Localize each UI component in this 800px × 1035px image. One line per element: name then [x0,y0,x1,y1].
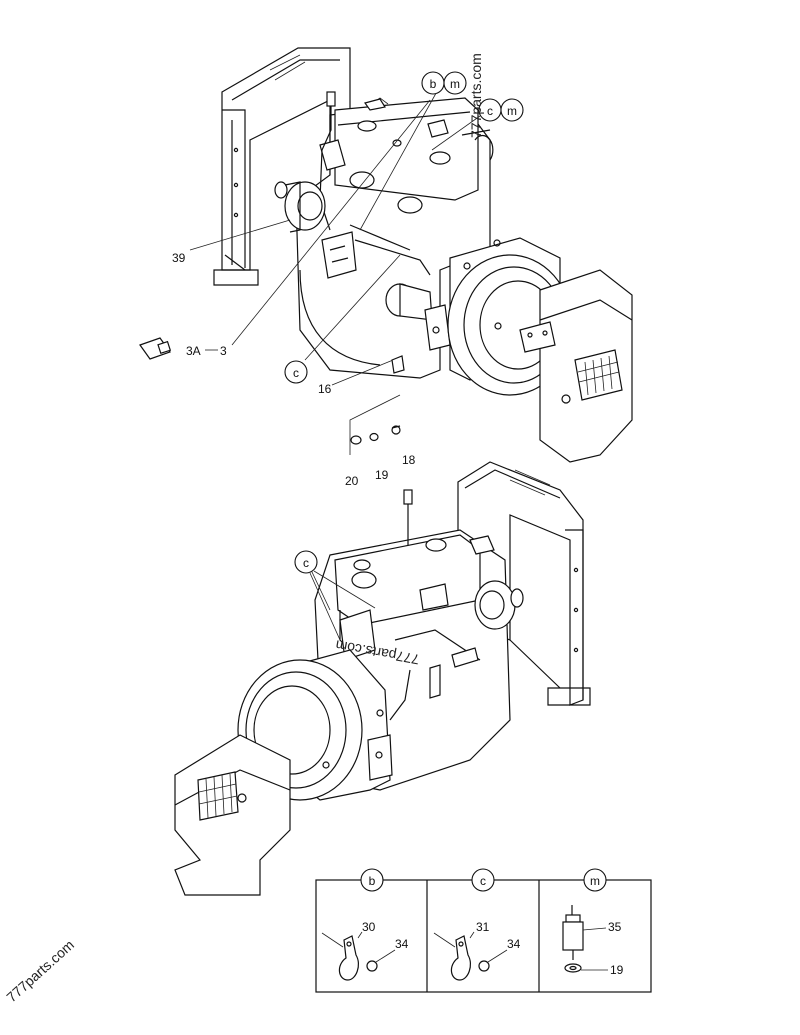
callout-b-top: b [421,71,445,95]
washer-19 [564,963,582,973]
top-alternator [274,181,326,233]
label-34-c: 34 [507,937,521,951]
detail-m-letter: m [590,874,600,888]
label-39: 39 [172,251,186,265]
top-bracket [321,231,431,279]
detail-col-m: m 35 19 [562,868,624,977]
hardware-18-19-20 [350,425,401,445]
detail-b-letter: b [369,874,376,888]
label-3a: 3A [186,344,201,358]
nut-34-c [478,960,490,972]
bottom-transmission [174,734,291,896]
label-3: 3 [220,344,227,358]
label-34-b: 34 [395,937,409,951]
callout-b-label: b [430,77,437,91]
label-30: 30 [362,920,376,934]
clip-30 [338,935,360,981]
callout-m-top-right: m [500,98,524,122]
watermark-bottom-left: 777parts.com [3,937,77,1006]
top-transmission [519,269,633,463]
part-3a-sensor [139,337,172,360]
callout-c-label: c [487,104,493,118]
detail-col-c: c 31 34 [433,868,521,981]
label-35: 35 [608,920,622,934]
top-leader-lines [189,85,481,455]
label-31: 31 [476,920,490,934]
callout-c-top-lower: c [284,360,308,384]
label-19-m: 19 [610,963,624,977]
detail-col-b: b 30 34 [321,868,409,981]
top-engine-block [295,97,494,379]
label-16: 16 [318,382,332,396]
top-starter [385,283,451,351]
callout-m-top: m [443,71,467,95]
bottom-alternator [474,580,524,630]
callout-c-lower-label: c [293,366,299,380]
detail-box: b 30 34 c 31 34 m [315,868,652,993]
clip-31 [450,935,472,981]
label-18: 18 [402,453,416,467]
callout-m-label: m [450,77,460,91]
standoff-35 [562,921,584,951]
bottom-engine-assembly: c 777parts.com [174,461,591,896]
label-19: 19 [375,468,389,482]
nut-34-b [366,960,378,972]
label-20: 20 [345,474,359,488]
callout-m2-label: m [507,104,517,118]
watermark-top: 777parts.com [468,53,484,138]
top-engine-assembly: b m c m c 39 3A 3 16 18 19 20 777parts.c… [139,47,633,488]
detail-c-letter: c [480,874,486,888]
bottom-sensor-wire [403,489,413,545]
callout-c-bottom: c [294,550,376,641]
part-16-clip [391,355,405,374]
callout-c-bottom-label: c [303,556,309,570]
